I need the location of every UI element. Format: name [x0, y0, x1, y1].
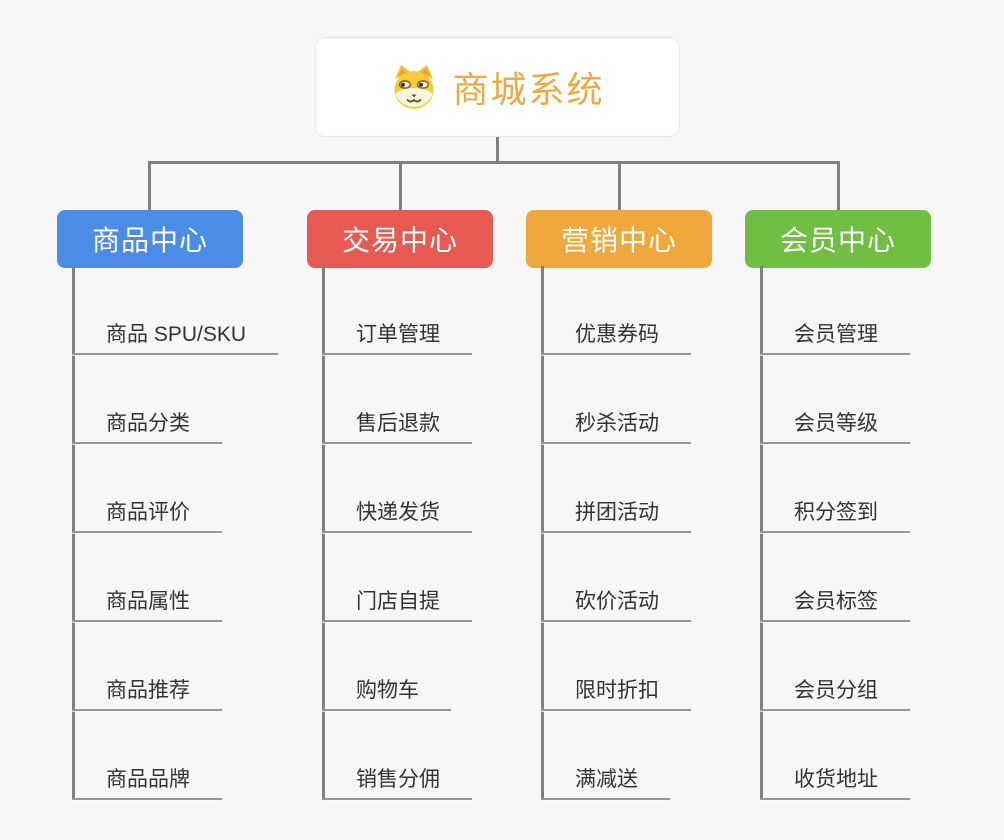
tree-item: 商品推荐: [72, 622, 312, 711]
tree-item-label[interactable]: 限时折扣: [541, 674, 691, 711]
tree-item-label[interactable]: 商品 SPU/SKU: [72, 318, 279, 355]
branch-bus-connector: [148, 161, 840, 164]
tree-item: 秒杀活动: [541, 355, 781, 444]
branch-drop-connector: [837, 161, 840, 210]
root-stem-connector: [496, 137, 499, 164]
branch-column-trade-center: 订单管理 售后退款 快递发货 门店自提 购物车 销售分佣: [322, 266, 562, 800]
tree-item-label[interactable]: 订单管理: [322, 318, 472, 355]
tree-item: 商品品牌: [72, 711, 312, 800]
tree-item-label[interactable]: 商品评价: [72, 496, 222, 533]
branch-node-label: 商品中心: [91, 225, 208, 256]
tree-item-label[interactable]: 商品分类: [72, 407, 222, 444]
tree-item: 快递发货: [322, 444, 562, 533]
branch-drop-connector: [399, 161, 402, 210]
tree-item-label[interactable]: 购物车: [322, 674, 451, 711]
root-node[interactable]: 商城系统: [315, 37, 680, 137]
tree-item-label[interactable]: 优惠券码: [541, 318, 691, 355]
branch-node-label: 交易中心: [341, 225, 458, 256]
tree-item-label[interactable]: 会员等级: [760, 407, 910, 444]
tree-item: 拼团活动: [541, 444, 781, 533]
tree-item: 会员管理: [760, 266, 1000, 355]
tree-item: 商品评价: [72, 444, 312, 533]
tree-item-label[interactable]: 快递发货: [322, 496, 472, 533]
tree-item-label[interactable]: 秒杀活动: [541, 407, 691, 444]
tree-item: 商品 SPU/SKU: [72, 266, 312, 355]
branch-node-product-center[interactable]: 商品中心: [57, 210, 243, 268]
tree-item: 积分签到: [760, 444, 1000, 533]
tree-item: 门店自提: [322, 533, 562, 622]
tree-item-label[interactable]: 商品推荐: [72, 674, 222, 711]
tree-item: 订单管理: [322, 266, 562, 355]
tree-item-label[interactable]: 拼团活动: [541, 496, 691, 533]
branch-column-member-center: 会员管理 会员等级 积分签到 会员标签 会员分组 收货地址: [760, 266, 1000, 800]
branch-node-label: 营销中心: [560, 225, 677, 256]
tree-item: 销售分佣: [322, 711, 562, 800]
tree-item-label[interactable]: 会员管理: [760, 318, 910, 355]
tree-item: 购物车: [322, 622, 562, 711]
branch-node-member-center[interactable]: 会员中心: [745, 210, 931, 268]
root-title: 商城系统: [452, 69, 605, 110]
branch-column-marketing-center: 优惠券码 秒杀活动 拼团活动 砍价活动 限时折扣 满减送: [541, 266, 781, 800]
tree-item-label[interactable]: 会员标签: [760, 585, 910, 622]
doge-icon: [394, 65, 434, 109]
tree-item: 会员等级: [760, 355, 1000, 444]
tree-item: 商品分类: [72, 355, 312, 444]
tree-item: 会员标签: [760, 533, 1000, 622]
branch-node-trade-center[interactable]: 交易中心: [307, 210, 493, 268]
tree-item-label[interactable]: 积分签到: [760, 496, 910, 533]
tree-item: 优惠券码: [541, 266, 781, 355]
branch-column-product-center: 商品 SPU/SKU 商品分类 商品评价 商品属性 商品推荐 商品品牌: [72, 266, 312, 800]
tree-item: 商品属性: [72, 533, 312, 622]
tree-item-label[interactable]: 商品品牌: [72, 763, 222, 800]
tree-item: 砍价活动: [541, 533, 781, 622]
tree-item: 会员分组: [760, 622, 1000, 711]
branch-node-marketing-center[interactable]: 营销中心: [526, 210, 712, 268]
tree-item-label[interactable]: 商品属性: [72, 585, 222, 622]
branch-node-label: 会员中心: [779, 225, 896, 256]
branch-drop-connector: [148, 161, 151, 210]
tree-item: 售后退款: [322, 355, 562, 444]
tree-item-label[interactable]: 门店自提: [322, 585, 472, 622]
tree-item-label[interactable]: 会员分组: [760, 674, 910, 711]
tree-item: 收货地址: [760, 711, 1000, 800]
tree-item-label[interactable]: 砍价活动: [541, 585, 691, 622]
tree-item-label[interactable]: 满减送: [541, 763, 670, 800]
tree-item-label[interactable]: 销售分佣: [322, 763, 472, 800]
tree-item: 限时折扣: [541, 622, 781, 711]
tree-item-label[interactable]: 收货地址: [760, 763, 910, 800]
tree-item: 满减送: [541, 711, 781, 800]
branch-drop-connector: [618, 161, 621, 210]
tree-item-label[interactable]: 售后退款: [322, 407, 472, 444]
